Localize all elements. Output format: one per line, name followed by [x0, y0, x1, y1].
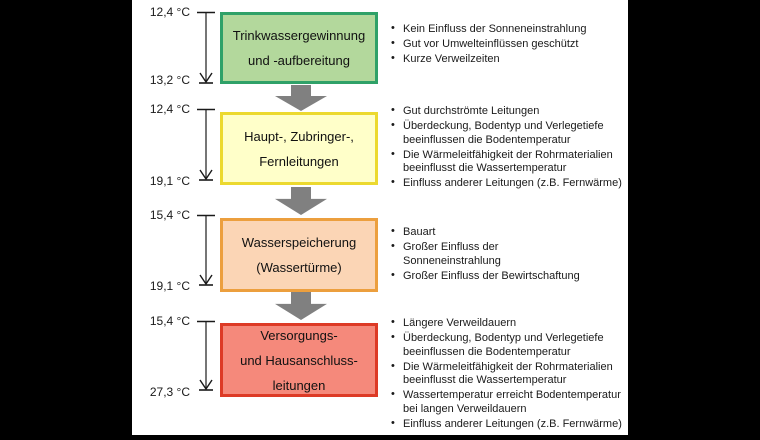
temp-label-bottom: 19,1 °C — [149, 174, 190, 188]
temp-label-bottom: 13,2 °C — [149, 73, 190, 87]
stage-box: Trinkwassergewinnung und -aufbereitung — [220, 12, 378, 84]
bullet-list: Kein Einfluss der Sonneneinstrahlung Gut… — [388, 22, 632, 68]
bullet-item: Längere Verweildauern — [388, 316, 632, 331]
bullet-item: Einfluss anderer Leitungen (z.B. Fernwär… — [388, 176, 632, 191]
down-arrow-icon — [275, 187, 327, 215]
temp-label-bottom: 27,3 °C — [149, 385, 190, 399]
bullet-item: Einfluss anderer Leitungen (z.B. Fernwär… — [388, 417, 632, 432]
bullet-item: Überdeckung, Bodentyp und Verlegetiefe b… — [388, 119, 632, 147]
down-arrow-icon — [275, 85, 327, 111]
bullet-item: Gut durchströmte Leitungen — [388, 104, 632, 119]
temperature-range-arrow-icon — [197, 320, 215, 391]
bullet-item: Kein Einfluss der Sonneneinstrahlung — [388, 22, 632, 37]
temp-label-top: 15,4 °C — [149, 314, 190, 328]
bullet-item: Bauart — [388, 225, 632, 240]
bullet-item: Kurze Verweilzeiten — [388, 52, 632, 67]
temp-label-bottom: 19,1 °C — [149, 279, 190, 293]
bullet-list: Bauart Großer Einfluss der Sonneneinstra… — [388, 225, 632, 285]
temperature-range-arrow-icon — [197, 214, 215, 286]
down-arrow-icon — [275, 292, 327, 320]
bullet-list: Gut durchströmte Leitungen Überdeckung, … — [388, 104, 632, 192]
stage-box: Wasserspeicherung (Wassertürme) — [220, 218, 378, 292]
bullet-item: Großer Einfluss der Bewirtschaftung — [388, 269, 632, 284]
bullet-item: Gut vor Umwelteinflüssen geschützt — [388, 37, 632, 52]
bullet-item: Die Wärmeleitfähigkeit der Rohrmateriali… — [388, 360, 632, 388]
bullet-item: Die Wärmeleitfähigkeit der Rohrmateriali… — [388, 148, 632, 176]
temp-label-top: 15,4 °C — [149, 208, 190, 222]
temperature-range-arrow-icon — [197, 11, 215, 84]
temp-label-top: 12,4 °C — [149, 102, 190, 116]
temperature-range-arrow-icon — [197, 108, 215, 181]
bullet-item: Großer Einfluss der Sonneneinstrahlung — [388, 240, 632, 268]
temp-label-top: 12,4 °C — [149, 5, 190, 19]
bullet-item: Überdeckung, Bodentyp und Verlegetiefe b… — [388, 331, 632, 359]
stage-box: Versorgungs- und Hausanschluss- leitunge… — [220, 323, 378, 397]
bullet-item: Wassertemperatur erreicht Bodentemperatu… — [388, 388, 632, 416]
stage-box: Haupt-, Zubringer-, Fernleitungen — [220, 112, 378, 185]
bullet-list: Längere Verweildauern Überdeckung, Boden… — [388, 316, 632, 433]
